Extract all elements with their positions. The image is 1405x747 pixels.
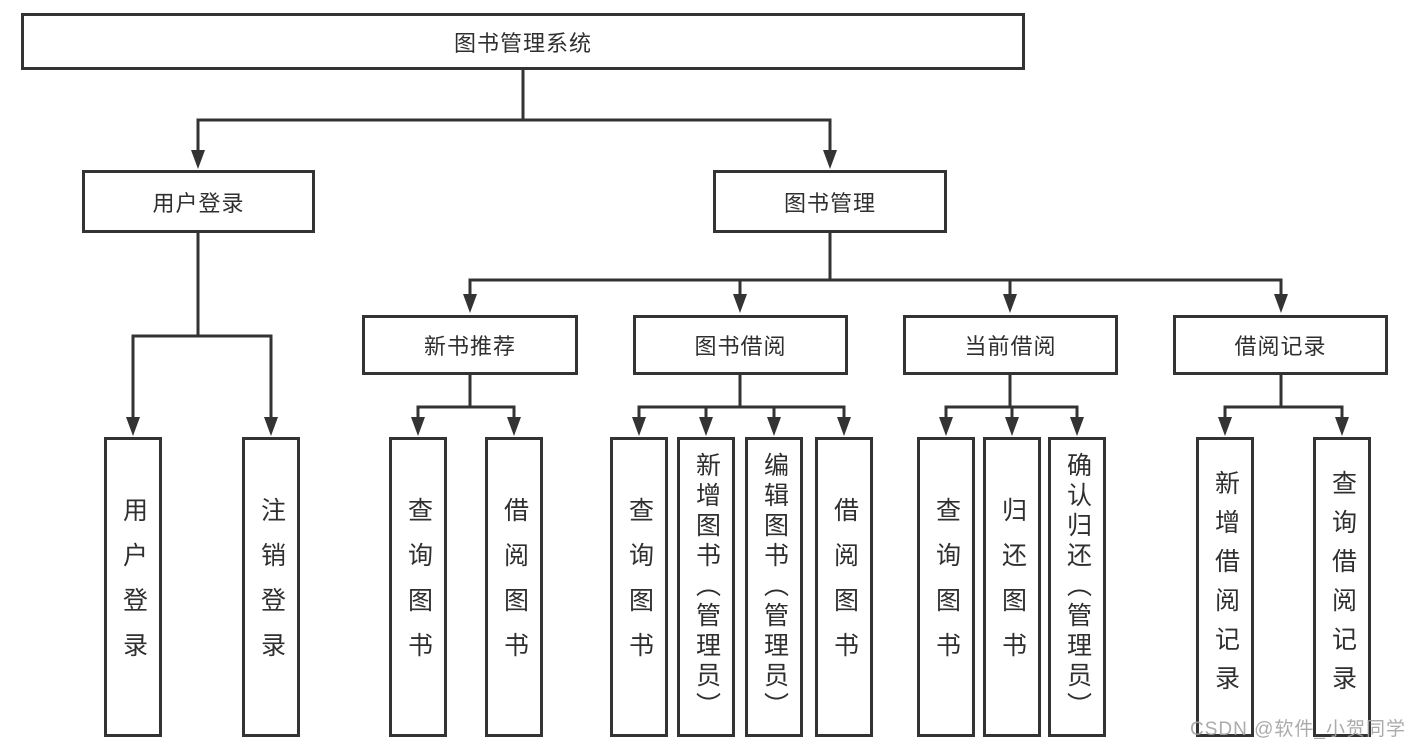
leaf-query-books-current: 查询图书 (917, 437, 975, 737)
leaf-borrow-books-recommend-label: 借阅图书 (500, 497, 529, 677)
leaf-query-books-borrow: 查询图书 (610, 437, 668, 737)
leaf-query-books-current-label: 查询图书 (932, 497, 961, 677)
leaf-add-book-admin: 新增图书（管理员） (677, 437, 735, 737)
leaf-user-login-label: 用户登录 (119, 497, 148, 677)
leaf-query-books-borrow-label: 查询图书 (625, 497, 654, 677)
leaf-logout: 注销登录 (242, 437, 300, 737)
node-book-management: 图书管理 (713, 170, 947, 233)
node-current-borrow: 当前借阅 (903, 315, 1118, 375)
node-new-book-recommend-label: 新书推荐 (423, 334, 516, 359)
leaf-user-login: 用户登录 (104, 437, 162, 737)
node-book-management-label: 图书管理 (783, 190, 876, 216)
leaf-add-borrow-record: 新增借阅记录 (1196, 437, 1254, 737)
node-borrow-records-label: 借阅记录 (1234, 334, 1327, 359)
leaf-confirm-return-admin-label: 确认归还（管理员） (1063, 452, 1092, 722)
leaf-borrow-books-borrow-label: 借阅图书 (830, 497, 859, 677)
node-library-system: 图书管理系统 (21, 13, 1025, 70)
node-new-book-recommend: 新书推荐 (362, 315, 578, 375)
watermark: CSDN @软件_小贺同学 (1190, 719, 1405, 740)
leaf-borrow-books-recommend: 借阅图书 (485, 437, 543, 737)
node-book-borrow-label: 图书借阅 (694, 334, 787, 359)
node-user-login: 用户登录 (82, 170, 315, 233)
node-borrow-records: 借阅记录 (1173, 315, 1388, 375)
node-current-borrow-label: 当前借阅 (964, 334, 1057, 359)
leaf-query-borrow-record: 查询借阅记录 (1313, 437, 1371, 737)
leaf-query-books-recommend: 查询图书 (389, 437, 447, 737)
leaf-query-books-recommend-label: 查询图书 (404, 497, 433, 677)
node-library-system-label: 图书管理系统 (453, 30, 592, 56)
leaf-edit-book-admin-label: 编辑图书（管理员） (760, 452, 789, 722)
node-user-login-label: 用户登录 (152, 190, 245, 216)
node-book-borrow: 图书借阅 (633, 315, 848, 375)
leaf-add-borrow-record-label: 新增借阅记录 (1211, 470, 1240, 704)
leaf-confirm-return-admin: 确认归还（管理员） (1048, 437, 1106, 737)
leaf-return-books-label: 归还图书 (998, 497, 1027, 677)
leaf-query-borrow-record-label: 查询借阅记录 (1328, 470, 1357, 704)
leaf-logout-label: 注销登录 (257, 497, 286, 677)
leaf-add-book-admin-label: 新增图书（管理员） (692, 452, 721, 722)
leaf-borrow-books-borrow: 借阅图书 (815, 437, 873, 737)
leaf-edit-book-admin: 编辑图书（管理员） (745, 437, 803, 737)
arrowheads (126, 150, 1349, 436)
leaf-return-books: 归还图书 (983, 437, 1041, 737)
